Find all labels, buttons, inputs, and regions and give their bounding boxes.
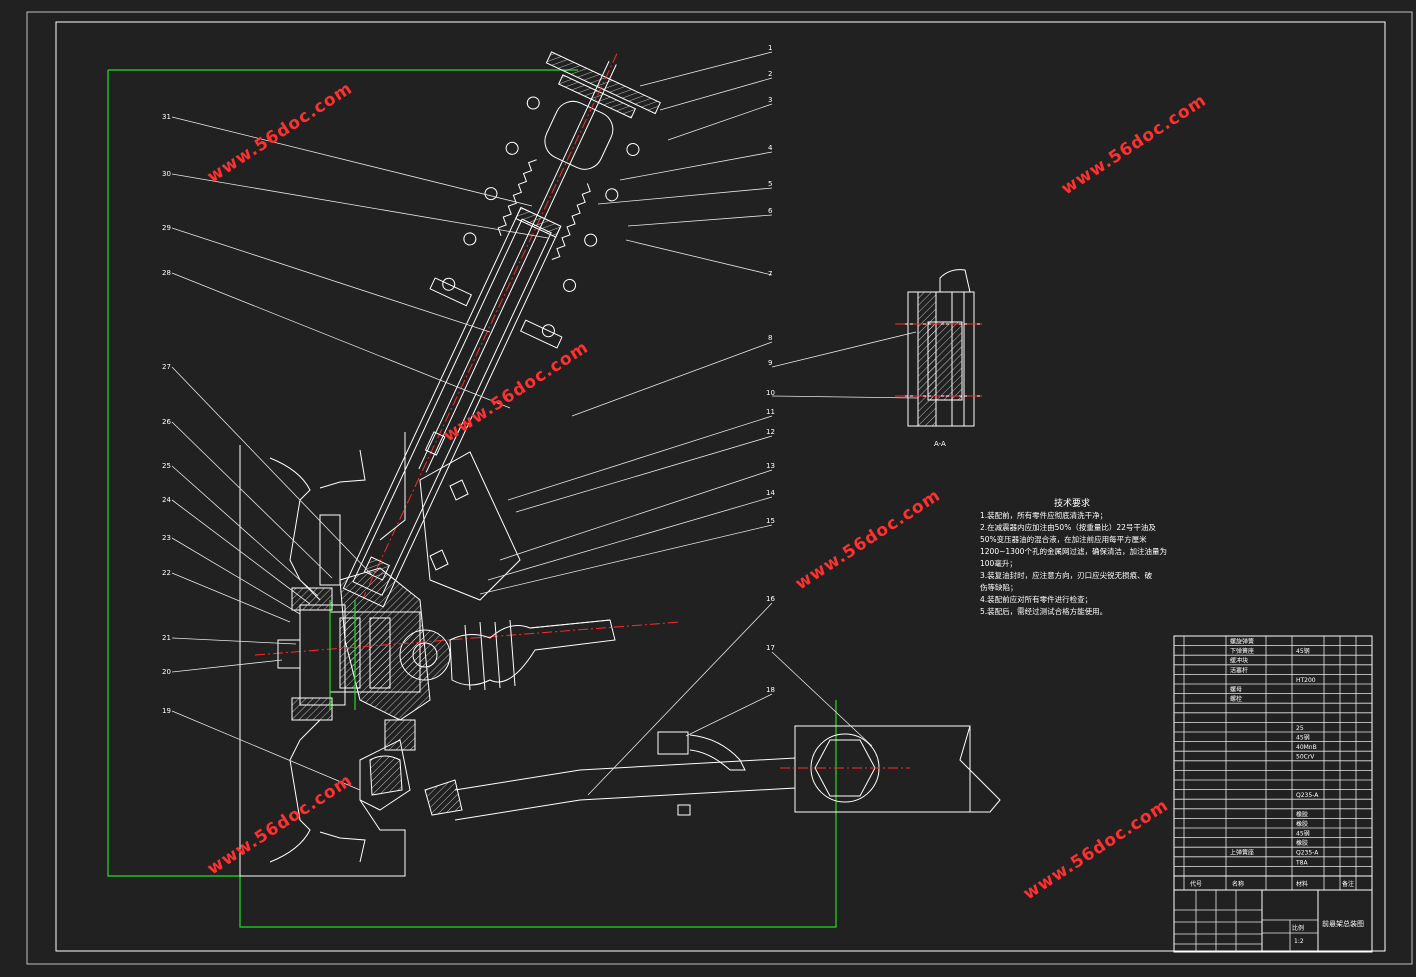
part-number: 3 xyxy=(768,96,772,104)
watermark-text: www.56doc.com xyxy=(1058,90,1211,199)
part-number: 25 xyxy=(162,462,171,470)
title-block: 前悬架总装图 比例 1:2 xyxy=(1173,889,1373,953)
bom-row-name: 活塞杆 xyxy=(1230,666,1248,674)
bom-header-code: 代号 xyxy=(1190,880,1202,888)
part-number: 16 xyxy=(766,595,775,603)
part-number: 31 xyxy=(162,113,171,121)
part-number: 14 xyxy=(766,489,775,497)
tech-line: 2.在减震器内应加注由50%（按重量比）22号干油及 xyxy=(980,522,1156,532)
outer-border xyxy=(26,11,1413,965)
wheel-rim xyxy=(239,432,406,877)
drawing-title: 前悬架总装图 xyxy=(1322,919,1364,928)
part-number: 13 xyxy=(766,462,775,470)
watermark-text: www.56doc.com xyxy=(1020,795,1173,904)
bom-row-material: 橡胶 xyxy=(1296,839,1308,847)
dim-line-bottom xyxy=(239,700,837,928)
bom-row-material: 45钢 xyxy=(1296,734,1310,742)
bom-row-name: 上弹簧座 xyxy=(1230,849,1254,857)
watermark-text: www.56doc.com xyxy=(204,78,357,187)
part-number: 11 xyxy=(766,408,775,416)
part-number: 9 xyxy=(768,359,772,367)
bom-row-name: 下弹簧座 xyxy=(1230,647,1254,655)
watermark-text: www.56doc.com xyxy=(440,337,593,446)
part-number: 29 xyxy=(162,224,171,232)
part-number: 2 xyxy=(768,70,772,78)
bom-header-extra: 备注 xyxy=(1342,880,1354,888)
bom-row-name: 螺栓 xyxy=(1230,695,1242,703)
lower-control-arm xyxy=(359,719,1001,821)
dim-line-left xyxy=(107,70,240,877)
bom-row-material: 25 xyxy=(1296,725,1304,732)
part-number: 24 xyxy=(162,496,171,504)
technical-requirements: 技术要求 1.装配前，所有零件应彻底清洗干净； 2.在减震器内应加注由50%（按… xyxy=(980,497,1167,616)
tech-line: 1200~1300个孔的金属网过滤，确保清洁，加注油量为 xyxy=(980,546,1167,556)
tech-line: 4.装配前应对所有零件进行检查； xyxy=(980,594,1092,604)
part-number: 26 xyxy=(162,418,171,426)
part-number: 27 xyxy=(162,363,171,371)
strut-assembly xyxy=(342,51,661,608)
bom-row-material: 40MnB xyxy=(1296,744,1317,751)
bom-row-material: Q235-A xyxy=(1296,850,1319,857)
watermark-text: www.56doc.com xyxy=(792,485,945,594)
part-number: 8 xyxy=(768,334,772,342)
bom-row-material: T8A xyxy=(1295,859,1308,866)
part-number: 4 xyxy=(768,144,773,152)
bom-row-material: 橡胶 xyxy=(1296,820,1308,828)
part-number: 17 xyxy=(766,644,775,652)
part-number: 28 xyxy=(162,269,171,277)
tech-line: 伤等缺陷； xyxy=(980,582,1018,592)
tech-line: 1.装配前，所有零件应彻底清洗干净； xyxy=(980,510,1107,520)
leader-lines xyxy=(171,51,919,796)
bom-row-material: 45钢 xyxy=(1296,830,1310,838)
part-number: 20 xyxy=(162,668,171,676)
bom-row-name: 螺母 xyxy=(1230,686,1242,694)
section-detail: A-A xyxy=(895,269,982,448)
bom-row-material: 50CrV xyxy=(1296,754,1315,761)
tech-line: 100毫升； xyxy=(980,558,1017,568)
part-number: 23 xyxy=(162,534,171,542)
section-label: A-A xyxy=(934,440,946,448)
tech-title: 技术要求 xyxy=(1054,497,1090,509)
part-number: 15 xyxy=(766,517,775,525)
bom-row-material: 橡胶 xyxy=(1296,810,1308,818)
bom-row-material: HT200 xyxy=(1296,677,1316,684)
bom-header-material: 材料 xyxy=(1296,880,1308,888)
part-number-labels: 1 2 3 4 5 6 7 8 9 10 11 12 13 14 15 16 1… xyxy=(162,44,775,715)
watermark-text: www.56doc.com xyxy=(204,770,357,879)
part-number: 12 xyxy=(766,428,775,436)
scale-label: 比例 xyxy=(1292,924,1304,932)
part-number: 19 xyxy=(162,707,171,715)
part-number: 18 xyxy=(766,686,775,694)
part-number: 30 xyxy=(162,170,171,178)
part-number: 1 xyxy=(768,44,772,52)
drive-shaft xyxy=(449,619,616,691)
bom-header-name: 名称 xyxy=(1232,880,1244,888)
inner-border xyxy=(55,21,1386,952)
part-number: 7 xyxy=(768,270,772,278)
bom-row-material: 45钢 xyxy=(1296,647,1310,655)
bom-row-name: 螺旋弹簧 xyxy=(1230,638,1254,646)
tech-line: 3.装复油封时，应注意方向，刃口应尖锐无损痕、破 xyxy=(980,570,1153,580)
part-number: 10 xyxy=(766,389,775,397)
bom-row-material: Q235-A xyxy=(1296,792,1319,799)
scale-value: 1:2 xyxy=(1294,938,1304,945)
part-number: 21 xyxy=(162,634,171,642)
part-number: 6 xyxy=(768,207,773,215)
tech-line: 50%变压器油的混合液，在加注前应用每平方厘米 xyxy=(980,534,1147,544)
steering-knuckle xyxy=(254,451,681,721)
bom-row-name: 缓冲块 xyxy=(1230,657,1248,665)
part-number: 5 xyxy=(768,180,772,188)
tech-line: 5.装配后，需经过测试合格方能使用。 xyxy=(980,606,1107,616)
part-number: 22 xyxy=(162,569,171,577)
